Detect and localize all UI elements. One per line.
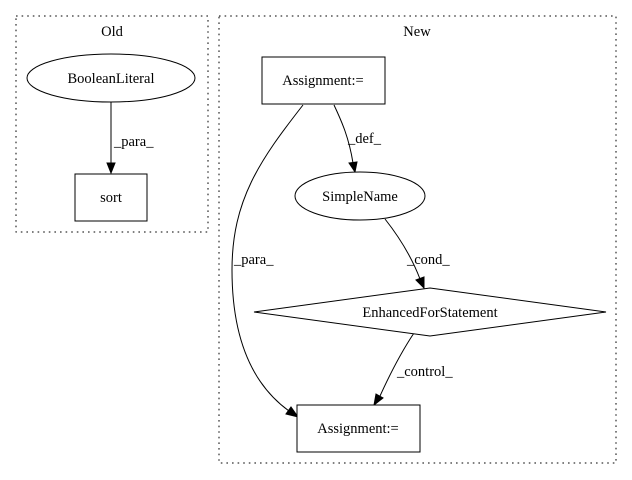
node-simple-name-label: SimpleName <box>322 189 398 205</box>
node-enhanced-for-statement: EnhancedForStatement <box>253 287 607 337</box>
edge-cond-label: _cond_ <box>406 252 450 268</box>
node-simple-name-ellipse <box>294 171 426 221</box>
node-assignment-top-label: Assignment:= <box>282 73 364 89</box>
node-assignment-bottom-label: Assignment:= <box>317 421 399 437</box>
cluster-new: New <box>218 15 617 464</box>
cluster-new-border <box>218 15 617 464</box>
edge-para-old-label: _para_ <box>113 134 154 150</box>
edge-para-new-arrowhead <box>285 406 300 418</box>
edge-def-label: _def_ <box>347 131 382 147</box>
cluster-old-border <box>15 15 209 233</box>
edge-cond-arrowhead <box>415 276 425 290</box>
node-assignment-top: Assignment:= <box>261 56 386 105</box>
cluster-old-title: Old <box>101 24 124 40</box>
node-assignment-top-box <box>261 56 386 105</box>
node-boolean-literal: BooleanLiteral <box>26 53 196 103</box>
edge-para-old: _para_ <box>106 102 154 175</box>
node-enhanced-for-diamond <box>253 287 607 337</box>
node-sort-box <box>74 173 148 222</box>
edge-control: _control_ <box>373 332 453 407</box>
node-sort: sort <box>74 173 148 222</box>
node-boolean-literal-ellipse <box>26 53 196 103</box>
node-boolean-literal-label: BooleanLiteral <box>68 71 155 87</box>
cluster-old: Old <box>15 15 209 233</box>
edge-def-arrowhead <box>348 161 358 174</box>
edge-def-line <box>333 104 354 164</box>
cluster-new-title: New <box>403 24 431 40</box>
edge-para-new-label: _para_ <box>233 252 274 268</box>
node-simple-name: SimpleName <box>294 171 426 221</box>
node-assignment-bottom-box <box>296 404 421 453</box>
edge-cond-line <box>384 218 421 280</box>
edge-para-old-arrowhead <box>106 162 116 175</box>
node-enhanced-for-label: EnhancedForStatement <box>362 305 497 321</box>
edge-cond: _cond_ <box>384 218 450 290</box>
edge-def: _def_ <box>333 104 382 174</box>
edge-para-new: _para_ <box>231 104 304 418</box>
edge-control-line <box>379 332 415 397</box>
edge-control-arrowhead <box>373 393 384 407</box>
node-assignment-bottom: Assignment:= <box>296 404 421 453</box>
edge-para-new-line <box>231 104 304 412</box>
edge-control-label: _control_ <box>396 364 453 380</box>
node-sort-label: sort <box>100 190 122 206</box>
